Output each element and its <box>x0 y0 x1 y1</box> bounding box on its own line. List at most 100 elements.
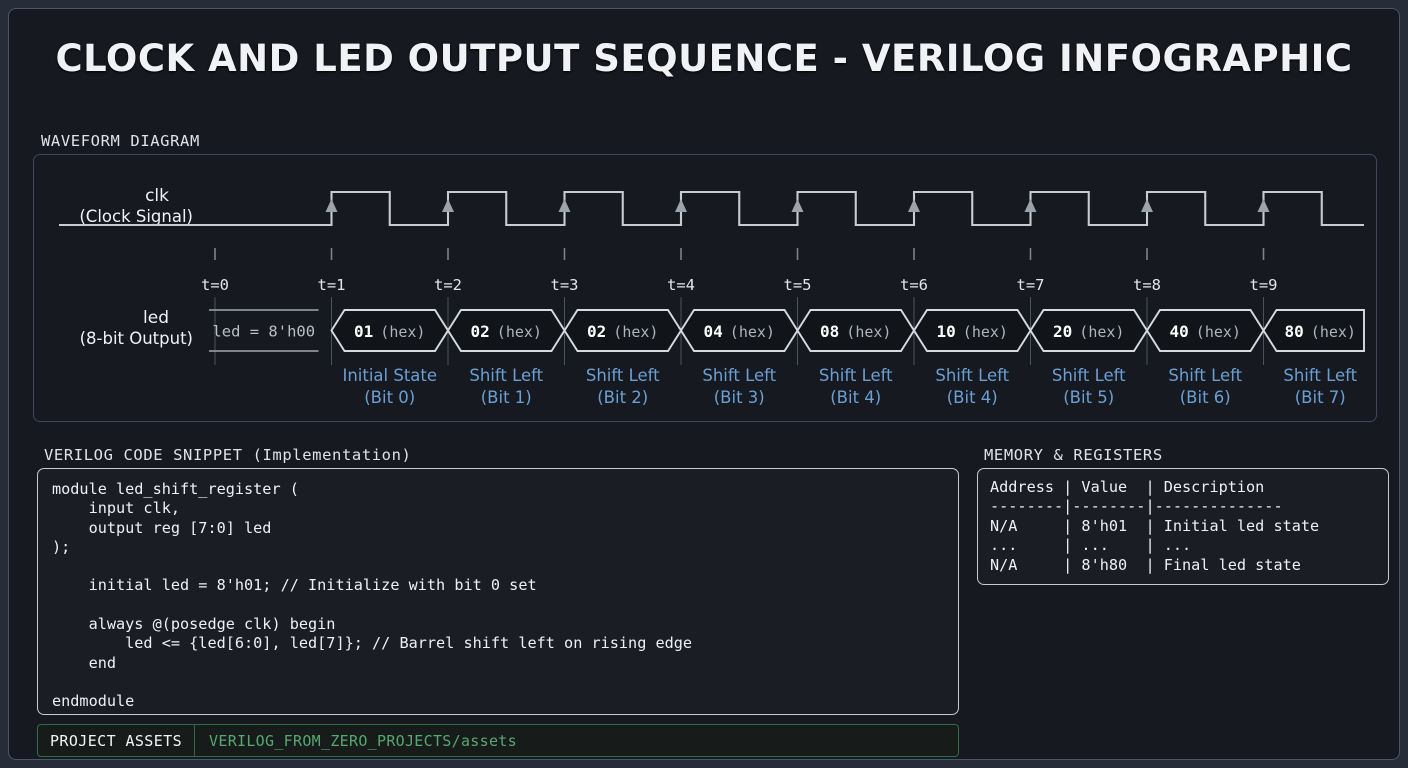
led-bus-shape <box>912 309 1032 352</box>
led-annotation-bottom: (Bit 5) <box>1063 388 1114 407</box>
led-annotation-top: Shift Left <box>935 366 1009 385</box>
led-value: 02 <box>587 322 606 341</box>
time-tick-label: t=7 <box>1017 276 1045 294</box>
led-value-text: 40 (hex) <box>1170 322 1241 341</box>
led-value-suffix: (hex) <box>846 323 891 341</box>
led-value-text: 02 (hex) <box>587 322 658 341</box>
led-bus-cell: 20 (hex) Shift Left (Bit 5) <box>1029 309 1149 407</box>
led-bus-shape <box>446 309 566 352</box>
led-value-suffix: (hex) <box>1311 323 1356 341</box>
led-bus-cell: 04 (hex) Shift Left (Bit 3) <box>679 309 799 407</box>
led-annotation-bottom: (Bit 7) <box>1295 388 1346 407</box>
led-value-suffix: (hex) <box>730 323 775 341</box>
project-assets-path: VERILOG_FROM_ZERO_PROJECTS/assets <box>209 731 517 750</box>
led-value-suffix: (hex) <box>1196 323 1241 341</box>
led-value: 04 <box>704 322 723 341</box>
led-value: 80 <box>1285 322 1304 341</box>
led-annotation-bottom: (Bit 2) <box>597 388 648 407</box>
rising-edge-arrow <box>325 199 338 212</box>
project-assets-title: PROJECT ASSETS <box>50 731 183 750</box>
led-value: 20 <box>1053 322 1072 341</box>
rising-edge-arrow <box>558 199 571 212</box>
rising-edge-arrow <box>442 199 454 212</box>
led-value: 08 <box>820 322 839 341</box>
led-bus-cell: 40 (hex) Shift Left (Bit 6) <box>1145 309 1265 407</box>
led-value-text: 20 (hex) <box>1053 322 1124 341</box>
verilog-code: module led_shift_register ( input clk, o… <box>52 480 693 711</box>
led-annotation-top: Initial State <box>342 366 437 385</box>
time-tick-label: t=4 <box>667 276 695 294</box>
waveform-section-label: WAVEFORM DIAGRAM <box>41 132 200 150</box>
time-tick-label: t=0 <box>201 276 229 294</box>
page-title: CLOCK AND LED OUTPUT SEQUENCE - VERILOG … <box>55 37 1353 80</box>
led-value-suffix: (hex) <box>1079 323 1124 341</box>
led-bus-cell: 08 (hex) Shift Left (Bit 4) <box>796 309 916 407</box>
code-panel: module led_shift_register ( input clk, o… <box>37 468 959 715</box>
led-value-text: 02(hex) <box>471 322 542 341</box>
time-tick-label: t=6 <box>900 276 928 294</box>
led-annotation-bottom: (Bit 0) <box>364 388 415 407</box>
waveform-panel: clk(Clock Signal) led(8-bit Output) t=0 t=1… <box>33 154 1377 422</box>
led-bus-cell: 10 (hex) Shift Left (Bit 4) <box>912 309 1032 407</box>
led-bus-shape <box>1145 309 1265 352</box>
led-value-text: 04 (hex) <box>704 322 775 341</box>
led-annotation-top: Shift Left <box>586 366 660 385</box>
rising-edge-arrow <box>908 199 920 212</box>
memory-table: Address | Value | Description --------|-… <box>990 478 1320 574</box>
signal-sub-led: (8-bit Output) <box>80 329 193 348</box>
time-tick-label: t=9 <box>1250 276 1278 294</box>
time-tick-label: t=5 <box>784 276 812 294</box>
led-bus-cell: 02 (hex) Shift Left (Bit 2) <box>563 309 683 407</box>
led-annotation-bottom: (Bit 3) <box>714 388 765 407</box>
led-bus-cell: 80 (hex) Shift Left (Bit 7) <box>1262 309 1365 407</box>
led-annotation-bottom: (Bit 1) <box>481 388 532 407</box>
initial-bus-label: led = 8'h00 <box>212 323 315 341</box>
led-annotation-bottom: (Bit 4) <box>830 388 881 407</box>
signal-name-clk: clk <box>145 186 169 206</box>
time-tick-label: t=8 <box>1133 276 1161 294</box>
clock-waveform-path <box>59 190 1364 227</box>
rising-edge-arrow <box>675 199 687 212</box>
led-annotation-top: Shift Left <box>1283 366 1357 385</box>
led-annotation-top: Shift Left <box>702 366 776 385</box>
led-bus-shape <box>1262 309 1365 352</box>
rising-edge-arrow <box>1141 199 1153 212</box>
led-value: 40 <box>1170 322 1189 341</box>
memory-registers-panel: Address | Value | Description --------|-… <box>977 468 1389 585</box>
assets-divider <box>194 725 196 756</box>
led-bus-shape <box>330 309 450 352</box>
signal-sub-clk: (Clock Signal) <box>79 207 193 226</box>
led-annotation-top: Shift Left <box>469 366 543 385</box>
led-value-text: 08 (hex) <box>820 322 891 341</box>
led-value: 10 <box>937 322 956 341</box>
rising-edge-arrow <box>1024 199 1037 212</box>
memory-section-label: MEMORY & REGISTERS <box>984 446 1163 464</box>
infographic-root: CLOCK AND LED OUTPUT SEQUENCE - VERILOG … <box>8 8 1400 760</box>
led-bus-cell: 01 (hex) Initial State (Bit 0) <box>330 309 450 407</box>
led-value-suffix: (hex) <box>963 323 1008 341</box>
led-annotation-top: Shift Left <box>1052 366 1126 385</box>
led-bus-shape <box>679 309 799 352</box>
led-annotation-bottom: (Bit 6) <box>1180 388 1231 407</box>
led-annotation-bottom: (Bit 4) <box>947 388 998 407</box>
led-value-text: 80 (hex) <box>1285 322 1356 341</box>
project-assets-bar: PROJECT ASSETS VERILOG_FROM_ZERO_PROJECT… <box>37 724 959 757</box>
time-tick-label: t=2 <box>434 276 462 294</box>
time-tick-label: t=3 <box>551 276 579 294</box>
led-bus-shape <box>796 309 916 352</box>
time-tick-label: t=1 <box>318 276 346 294</box>
rising-edge-arrow <box>1257 199 1270 212</box>
led-bus-cell: 02(hex) Shift Left (Bit 1) <box>446 309 566 407</box>
led-value-suffix: (hex) <box>613 323 658 341</box>
led-value: 01 <box>354 322 373 341</box>
led-annotation-top: Shift Left <box>1168 366 1242 385</box>
code-section-label: VERILOG CODE SNIPPET (Implementation) <box>44 446 412 464</box>
led-bus-shape <box>563 309 683 352</box>
waveform-svg: clk(Clock Signal) led(8-bit Output) t=0 t=1… <box>59 186 1365 407</box>
led-annotation-top: Shift Left <box>819 366 893 385</box>
led-bus-shape <box>1029 309 1149 352</box>
led-value-suffix: (hex) <box>380 323 425 341</box>
signal-name-led: led <box>143 308 169 328</box>
rising-edge-arrow <box>791 199 804 212</box>
led-value-text: 01 (hex) <box>354 322 425 341</box>
